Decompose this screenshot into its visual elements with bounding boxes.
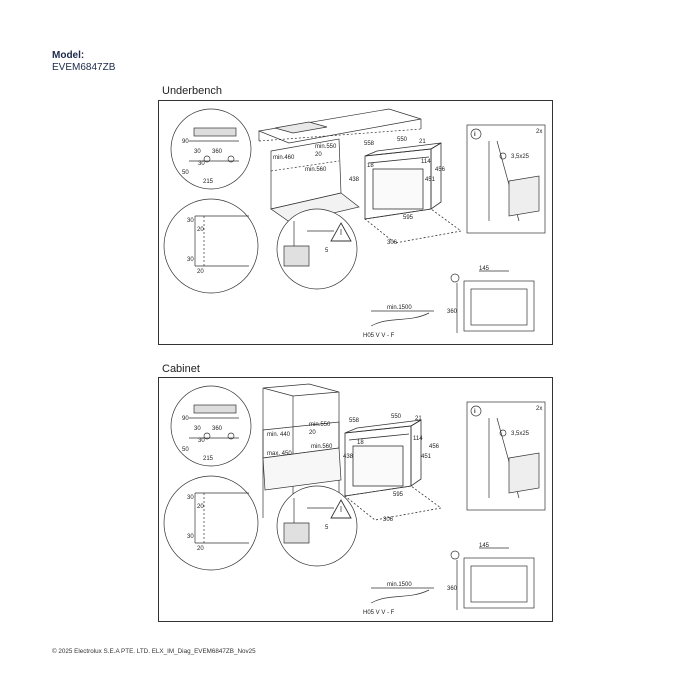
model-value: EVEM6847ZB <box>52 62 116 73</box>
oven-unit <box>364 142 462 244</box>
dim-114: 114 <box>413 436 423 442</box>
detail-circle-top-left <box>170 108 252 190</box>
screw-size: 3,5x25 <box>511 431 530 437</box>
footer-copyright: © 2025 Electrolux S.E.A PTE. LTD. ELX_IM… <box>52 648 256 655</box>
dim-451: 451 <box>425 177 436 183</box>
dim-558: 558 <box>349 418 360 424</box>
dim-30d: 30 <box>187 257 194 263</box>
detail-circle-bottom-left <box>163 475 259 571</box>
dim-20c: 20 <box>315 152 322 158</box>
detail-circle-bottom-left <box>163 198 259 294</box>
oven-unit <box>344 419 442 521</box>
dim-min550: min.550 <box>309 422 331 428</box>
dim-306: 306 <box>383 517 394 523</box>
power-cable <box>370 587 434 604</box>
dim-min550: min.550 <box>315 144 337 150</box>
dim-558: 558 <box>364 141 375 147</box>
installation-diagram-underbench: 90 30 360 50 30 215 30 20 30 20 min.460 … <box>163 108 546 339</box>
dim-215: 215 <box>203 456 214 462</box>
dim-max450: max. 450 <box>267 451 292 457</box>
installation-diagram-cabinet: 90 30 360 50 30 215 30 20 30 20 min. 440… <box>163 383 546 616</box>
dim-90: 90 <box>182 139 189 145</box>
dim-30c: 30 <box>187 495 194 501</box>
cabinet-niche <box>270 138 360 224</box>
dim-min1500: min.1500 <box>387 305 412 311</box>
dim-456: 456 <box>429 444 440 450</box>
dim-min440: min. 440 <box>267 432 291 438</box>
dim-438: 438 <box>349 177 360 183</box>
dim-20a: 20 <box>197 227 204 233</box>
power-cable <box>370 310 434 327</box>
model-label: Model: <box>52 50 85 61</box>
screw-size: 3,5x25 <box>511 154 530 160</box>
dim-min560: min.560 <box>305 167 327 173</box>
front-view-diagram <box>450 270 535 333</box>
dim-5: 5 <box>325 248 329 254</box>
dim-30a: 30 <box>194 149 201 155</box>
front-view-diagram <box>450 547 535 610</box>
dim-360: 360 <box>212 149 223 155</box>
cable-spec: H05 V V - F <box>363 610 395 616</box>
dim-20b: 20 <box>197 269 204 275</box>
info-icon: i <box>474 132 476 138</box>
dim-30b: 30 <box>198 161 205 167</box>
diagram-frame-underbench: 90 30 360 50 30 215 30 20 30 20 min.460 … <box>158 100 553 345</box>
dim-21: 21 <box>415 416 422 422</box>
dim-min1500: min.1500 <box>387 582 412 588</box>
detail-circle-warning <box>276 208 358 290</box>
dim-360: 360 <box>212 426 223 432</box>
dim-595: 595 <box>403 215 414 221</box>
dim-145: 145 <box>479 266 490 272</box>
dim-306: 306 <box>387 240 398 246</box>
fixing-detail-box <box>466 401 546 511</box>
dim-114: 114 <box>421 159 431 165</box>
dim-20c: 20 <box>309 430 316 436</box>
dim-595: 595 <box>393 492 404 498</box>
dim-550: 550 <box>397 137 408 143</box>
countertop <box>257 108 422 144</box>
dim-50: 50 <box>182 447 189 453</box>
dim-30a: 30 <box>194 426 201 432</box>
info-icon: i <box>474 409 476 415</box>
dim-50: 50 <box>182 170 189 176</box>
dim-215: 215 <box>203 179 214 185</box>
dim-20b: 20 <box>197 546 204 552</box>
fixing-detail-box <box>466 124 546 234</box>
dim-18: 18 <box>357 440 364 446</box>
detail-circle-warning <box>276 485 358 567</box>
dim-145: 145 <box>479 543 490 549</box>
dim-360b: 360 <box>447 586 458 592</box>
dim-550: 550 <box>391 414 402 420</box>
section-title-cabinet: Cabinet <box>162 363 200 375</box>
qty-2x: 2x <box>536 406 542 412</box>
section-title-underbench: Underbench <box>162 85 222 97</box>
dim-18: 18 <box>367 163 374 169</box>
dim-min560: min.560 <box>311 444 333 450</box>
dim-30b: 30 <box>198 438 205 444</box>
dim-456: 456 <box>435 167 446 173</box>
qty-2x: 2x <box>536 129 542 135</box>
dim-21: 21 <box>419 139 426 145</box>
dim-30c: 30 <box>187 218 194 224</box>
dim-451: 451 <box>421 454 432 460</box>
diagram-frame-cabinet: 90 30 360 50 30 215 30 20 30 20 min. 440… <box>158 377 553 622</box>
dim-438: 438 <box>343 454 354 460</box>
cable-spec: H05 V V - F <box>363 333 395 339</box>
dim-360b: 360 <box>447 309 458 315</box>
dim-20a: 20 <box>197 504 204 510</box>
dim-30d: 30 <box>187 534 194 540</box>
dim-5: 5 <box>325 525 329 531</box>
detail-circle-top-left <box>170 385 252 467</box>
dim-min460: min.460 <box>273 155 295 161</box>
dim-90: 90 <box>182 416 189 422</box>
